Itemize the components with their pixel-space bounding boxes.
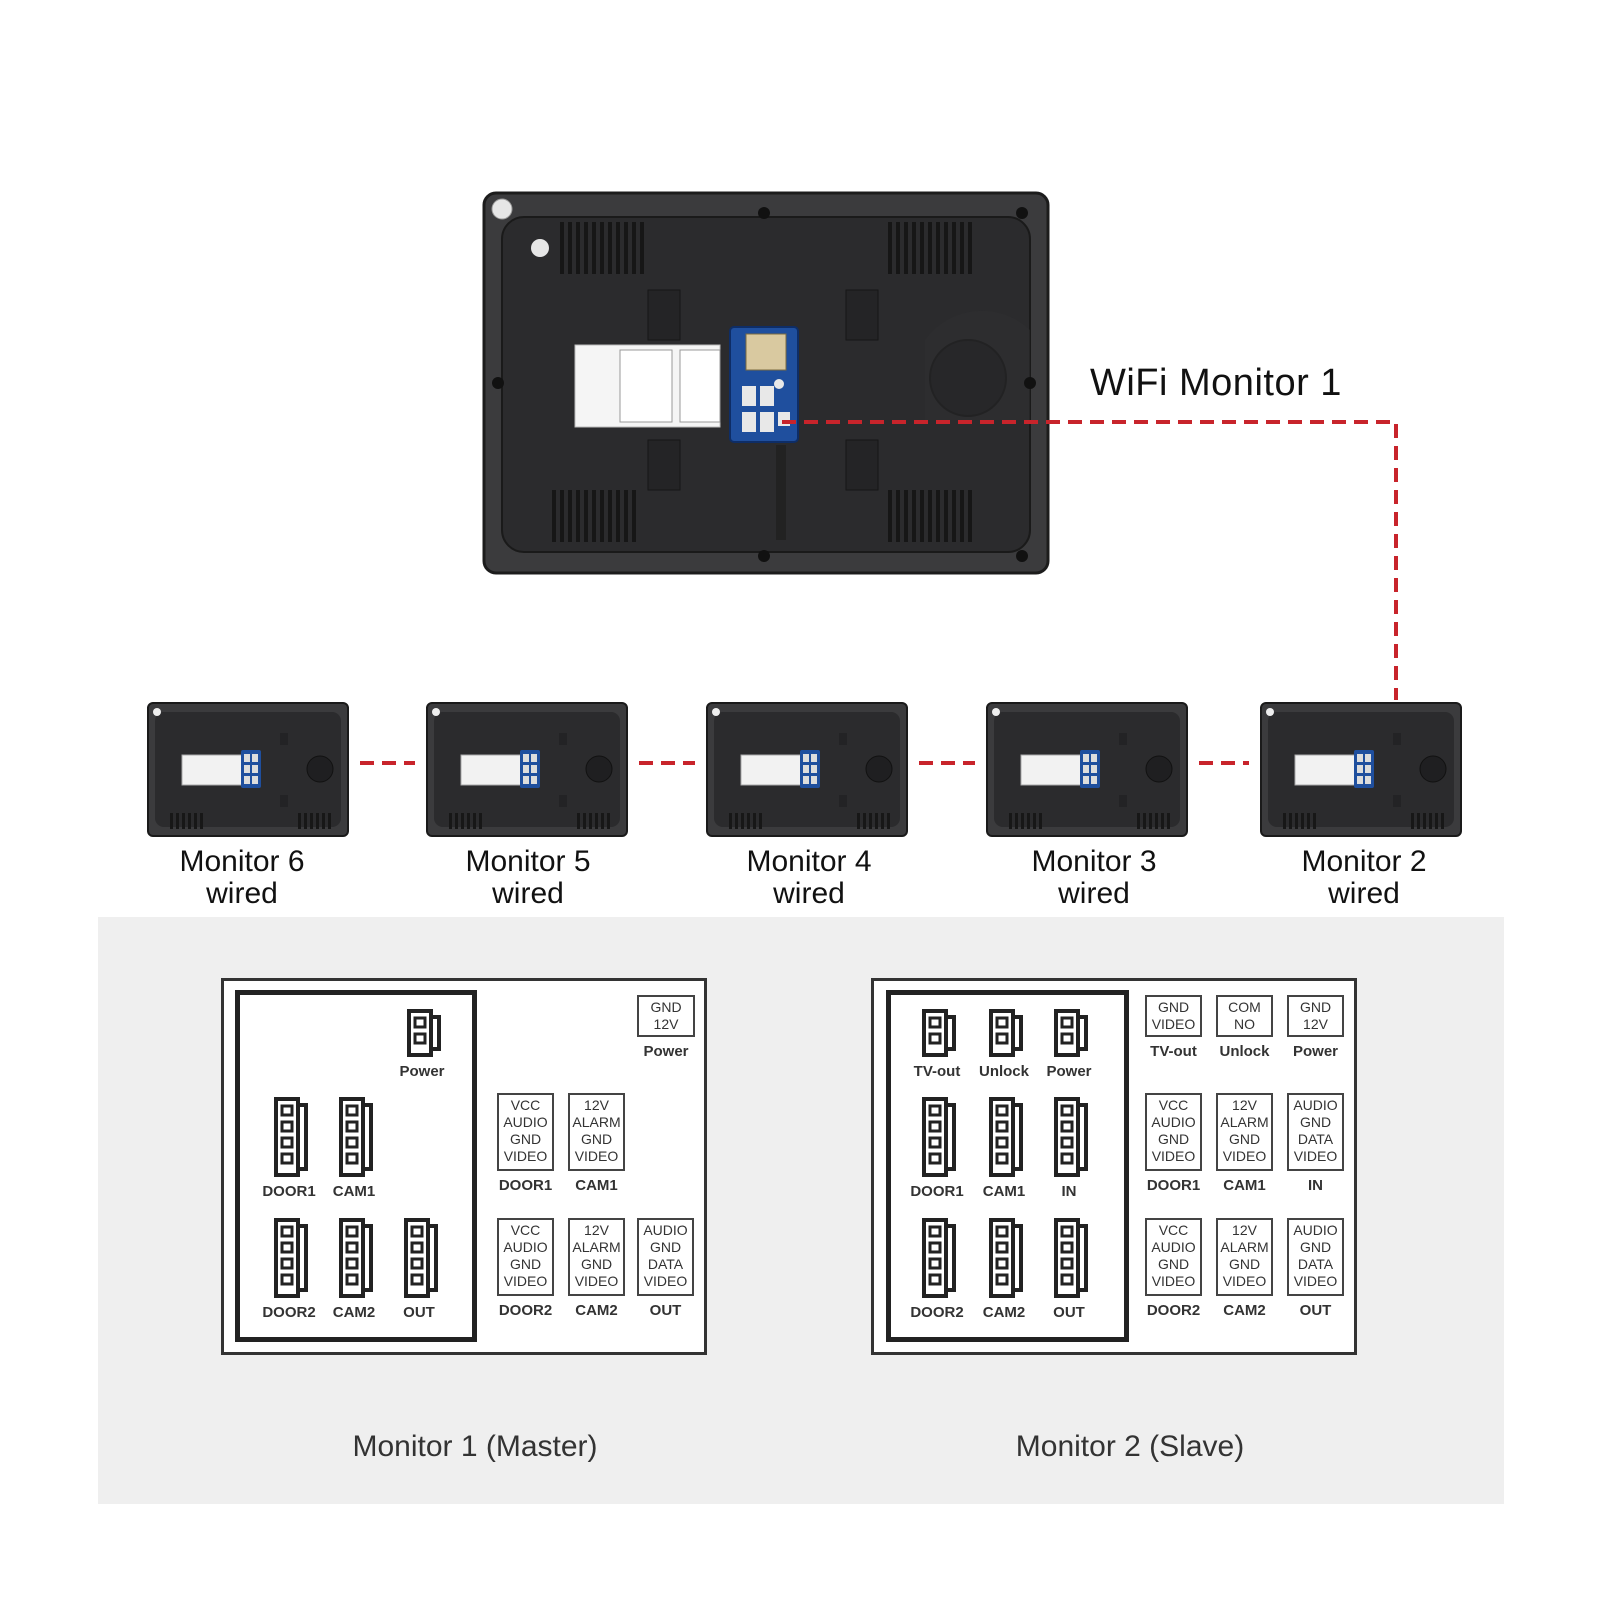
slave-caption: Monitor 2 (Slave): [1015, 1430, 1245, 1463]
master-power-terminal-label: Power: [643, 1043, 689, 1060]
slave-out-terminal: AUDIO GND DATA VIDEO: [1287, 1218, 1344, 1296]
slave-in-terminal: AUDIO GND DATA VIDEO: [1287, 1093, 1344, 1171]
connection-type: wired: [1058, 877, 1130, 910]
master-out-terminal-label: OUT: [649, 1302, 682, 1319]
chain-monitor-2: [426, 702, 628, 837]
slave-in-terminal-label: IN: [1308, 1177, 1323, 1194]
connection-type: wired: [1328, 877, 1400, 910]
master-door2-terminal: VCC AUDIO GND VIDEO: [497, 1218, 554, 1296]
connection-type: wired: [206, 877, 278, 910]
slave-cam2-socket: [989, 1218, 1023, 1298]
monitor-name: Monitor 2: [1301, 845, 1427, 878]
master-caption: Monitor 1 (Master): [352, 1430, 598, 1463]
slave-door1-connector-label: DOOR1: [910, 1183, 964, 1200]
slave-cam1-connector-label: CAM1: [982, 1183, 1026, 1200]
slave-unlock-terminal-label: Unlock: [1219, 1043, 1270, 1060]
slave-tvout-connector-label: TV-out: [913, 1063, 961, 1080]
slave-door2-terminal-label: DOOR2: [1146, 1302, 1201, 1319]
slave-cam1-terminal-label: CAM1: [1223, 1177, 1266, 1194]
master-cam2-connector-label: CAM2: [332, 1304, 376, 1321]
master-door1-connector-label: DOOR1: [262, 1183, 316, 1200]
master-cam1-terminal: 12V ALARM GND VIDEO: [568, 1093, 625, 1171]
slave-cam2-terminal-label: CAM2: [1223, 1302, 1266, 1319]
connection-type: wired: [492, 877, 564, 910]
master-cam1-socket: [339, 1097, 373, 1177]
wifi-link-wire: [782, 420, 1398, 700]
slave-tvout-terminal: GND VIDEO: [1145, 995, 1202, 1037]
slave-cam2-connector-label: CAM2: [982, 1304, 1026, 1321]
master-out-terminal: AUDIO GND DATA VIDEO: [637, 1218, 694, 1296]
master-door1-terminal: VCC AUDIO GND VIDEO: [497, 1093, 554, 1171]
slave-out-terminal-label: OUT: [1299, 1302, 1332, 1319]
monitor-name: Monitor 6: [179, 845, 305, 878]
master-door2-terminal-label: DOOR2: [498, 1302, 553, 1319]
monitor-name: Monitor 4: [746, 845, 872, 878]
monitor-name: Monitor 3: [1031, 845, 1157, 878]
chain-monitor-4: [986, 702, 1188, 837]
master-power-socket: [407, 1009, 441, 1057]
slave-cam1-socket: [989, 1097, 1023, 1177]
master-cam2-terminal-label: CAM2: [575, 1302, 618, 1319]
slave-unlock-connector-label: Unlock: [978, 1063, 1029, 1080]
slave-door1-socket: [922, 1097, 956, 1177]
slave-tvout-terminal-label: TV-out: [1150, 1043, 1197, 1060]
master-cam2-socket: [339, 1218, 373, 1298]
connection-type: wired: [773, 877, 845, 910]
slave-door1-terminal: VCC AUDIO GND VIDEO: [1145, 1093, 1202, 1171]
slave-door2-terminal: VCC AUDIO GND VIDEO: [1145, 1218, 1202, 1296]
master-door2-connector-label: DOOR2: [262, 1304, 316, 1321]
slave-tvout-socket: [922, 1009, 956, 1057]
master-door1-terminal-label: DOOR1: [498, 1177, 553, 1194]
chain-monitor-1: [147, 702, 349, 837]
slave-power-connector-label: Power: [1046, 1063, 1092, 1080]
master-cam1-terminal-label: CAM1: [575, 1177, 618, 1194]
slave-door2-connector-label: DOOR2: [910, 1304, 964, 1321]
master-power-terminal: GND 12V: [637, 995, 695, 1037]
chain-monitor-3: [706, 702, 908, 837]
slave-cam2-terminal: 12V ALARM GND VIDEO: [1216, 1218, 1273, 1296]
slave-out-socket: [1054, 1218, 1088, 1298]
slave-door2-socket: [922, 1218, 956, 1298]
slave-power-socket: [1054, 1009, 1088, 1057]
slave-in-socket: [1054, 1097, 1088, 1177]
master-cam2-terminal: 12V ALARM GND VIDEO: [568, 1218, 625, 1296]
slave-power-terminal: GND 12V: [1287, 995, 1344, 1037]
slave-door1-terminal-label: DOOR1: [1146, 1177, 1201, 1194]
master-out-connector-label: OUT: [403, 1304, 435, 1321]
slave-unlock-terminal: COM NO: [1216, 995, 1273, 1037]
master-power-connector-label: Power: [399, 1063, 445, 1080]
master-out-socket: [404, 1218, 438, 1298]
slave-power-terminal-label: Power: [1292, 1043, 1338, 1060]
master-door2-socket: [274, 1218, 308, 1298]
slave-unlock-socket: [989, 1009, 1023, 1057]
monitor-name: Monitor 5: [465, 845, 591, 878]
slave-cam1-terminal: 12V ALARM GND VIDEO: [1216, 1093, 1273, 1171]
wifi-monitor-back: [482, 191, 1050, 575]
master-door1-socket: [274, 1097, 308, 1177]
slave-out-connector-label: OUT: [1053, 1304, 1085, 1321]
chain-monitor-5: [1260, 702, 1462, 837]
master-cam1-connector-label: CAM1: [332, 1183, 376, 1200]
slave-in-connector-label: IN: [1061, 1183, 1077, 1200]
wifi-monitor-label: WiFi Monitor 1: [1090, 362, 1342, 404]
